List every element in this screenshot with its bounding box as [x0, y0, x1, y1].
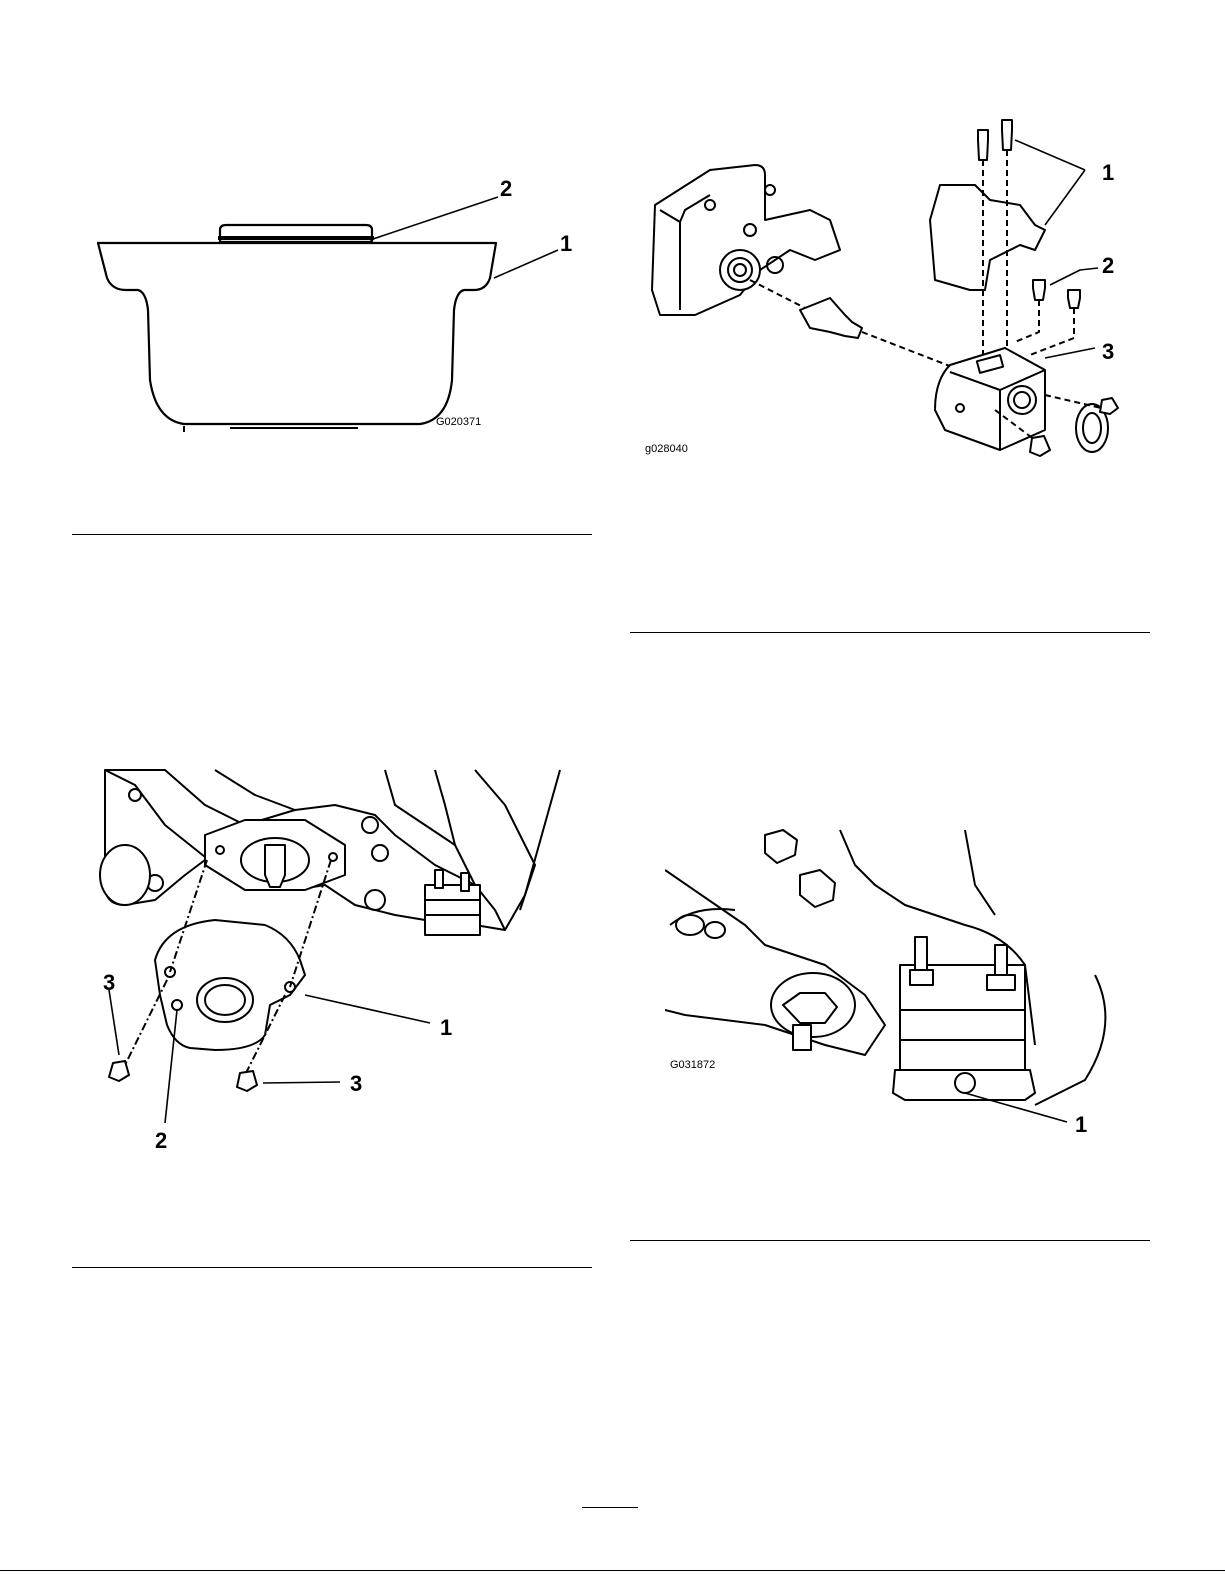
callout-2: 2 — [1102, 253, 1114, 278]
section-divider — [72, 534, 592, 535]
page-footer-rule — [0, 1570, 1225, 1571]
bolt-small — [1068, 290, 1080, 308]
housing-body — [98, 243, 496, 424]
callout-1: 1 — [1075, 1112, 1087, 1137]
figure-id: g028040 — [645, 443, 688, 455]
spindle — [265, 845, 285, 887]
bolt-small — [1033, 280, 1045, 300]
bolt — [1002, 120, 1012, 150]
terminal-block — [425, 885, 480, 935]
mounting-screw — [955, 1073, 975, 1093]
section-divider — [630, 1240, 1150, 1241]
callout-1: 1 — [560, 231, 572, 256]
figure-id: G020371 — [436, 416, 481, 428]
bolt — [978, 130, 988, 160]
page-number-rule — [582, 1507, 638, 1508]
screw — [237, 1071, 257, 1091]
figure-terminal-closeup: 1 G031872 — [665, 825, 1145, 1145]
callout-3: 3 — [103, 970, 115, 995]
figure-spindle-housing: 1 2 3 3 — [95, 765, 575, 1155]
screw — [109, 1061, 129, 1081]
figure-bracket-exploded: 1 2 3 g028040 — [640, 110, 1160, 480]
figure-housing: 1 2 G020371 — [80, 170, 600, 440]
callout-2: 2 — [155, 1128, 167, 1153]
section-divider — [72, 1267, 592, 1268]
callout-2: 2 — [500, 176, 512, 201]
hex-bolt — [765, 830, 797, 863]
callout-3: 3 — [1102, 339, 1114, 364]
bolt-side — [1100, 398, 1118, 414]
section-divider — [630, 632, 1150, 633]
callout-1: 1 — [440, 1015, 452, 1040]
callout-3-second: 3 — [350, 1071, 362, 1096]
bolt-side — [1030, 436, 1050, 456]
top-cover — [930, 185, 1045, 290]
callout-1: 1 — [1102, 160, 1114, 185]
hex-bolt — [800, 870, 835, 907]
pivot-pin — [800, 298, 862, 338]
figure-id: G031872 — [670, 1059, 715, 1071]
